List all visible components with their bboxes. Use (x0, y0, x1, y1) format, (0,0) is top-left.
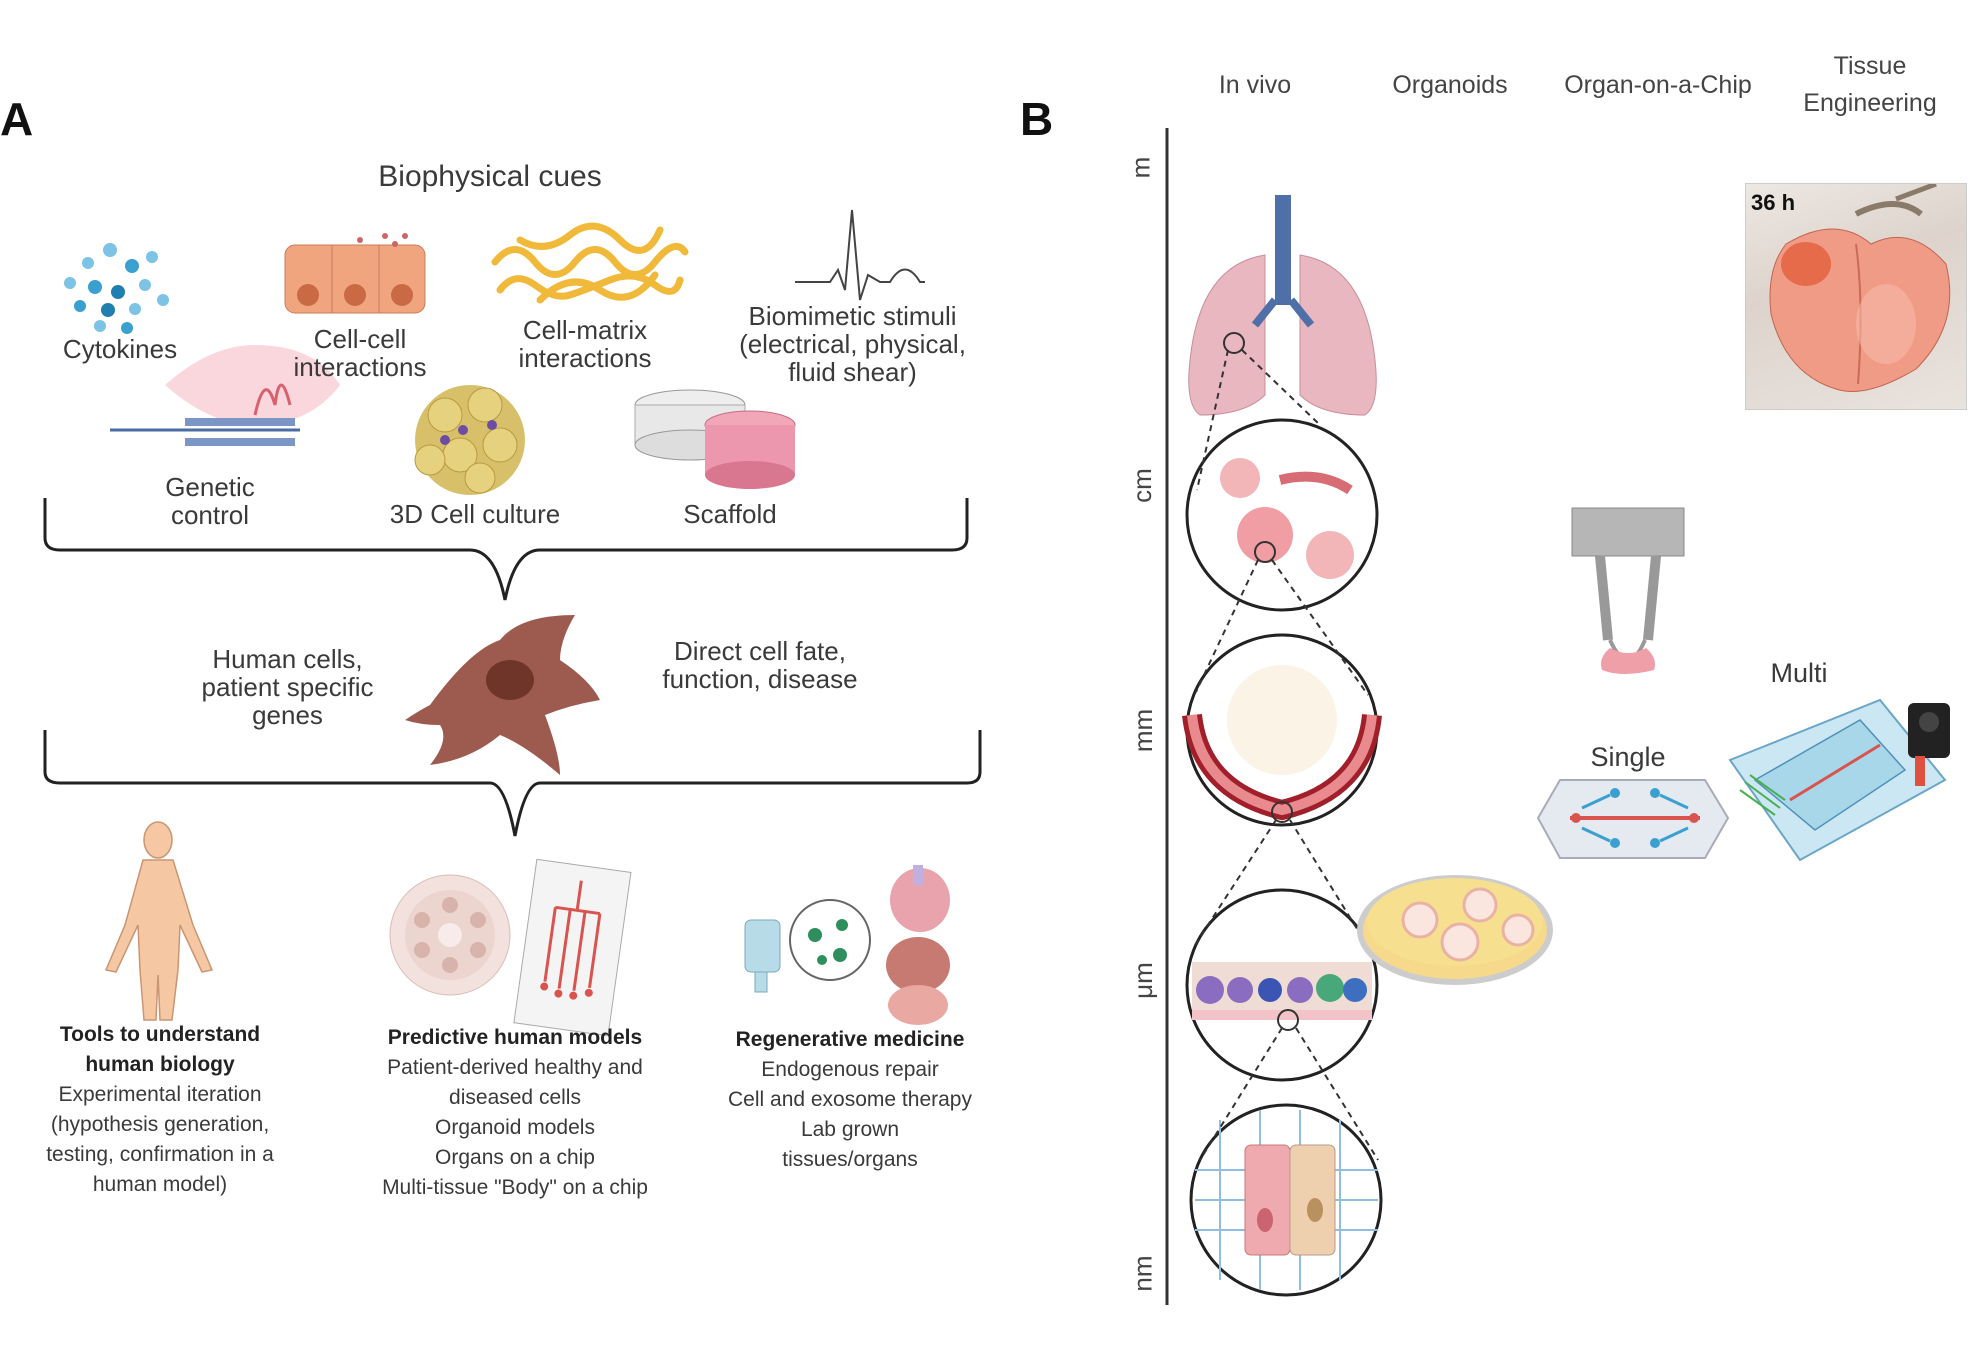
dashed-connectors (1194, 349, 1379, 1161)
magnification-circle-nm (1189, 1103, 1383, 1297)
organoid-sphere-icon (389, 874, 511, 996)
scaffold-icon (634, 389, 796, 489)
panel-b-letter: B (1020, 93, 1054, 145)
genetic-control-label: Genetic control (140, 473, 280, 529)
magnification-circle-cm (1185, 418, 1379, 612)
tissue-holder-icon (1571, 507, 1685, 674)
tools-line: (hypothesis generation, (50, 1113, 270, 1136)
regenerative-line: tissues/organs (782, 1148, 918, 1171)
predictive-line: Multi-tissue "Body" on a chip (382, 1176, 648, 1199)
chip-card-icon (513, 858, 632, 1037)
predictive-line: Organs on a chip (435, 1146, 595, 1169)
organs-icon (886, 865, 950, 1025)
organoid-dish-icon (1357, 875, 1553, 985)
biophysical-cues-title: Biophysical cues (378, 160, 602, 193)
human-body-icon (104, 821, 214, 1021)
cell-cell-label-line: Cell-cell (313, 324, 407, 354)
magnification-circle-mm (1182, 633, 1382, 827)
predictive-line: diseased cells (449, 1086, 581, 1109)
column-organoids: Organoids (1392, 71, 1508, 99)
engineered-heart-photo: 36 h (1745, 183, 1967, 410)
tools-line: human model) (92, 1173, 228, 1196)
iv-bag-icon (744, 919, 781, 993)
heart-drawing (1769, 184, 1951, 392)
tools-line: testing, confirmation in a (46, 1143, 274, 1166)
biomimetic-label: Biomimetic stimuli (electrical, physical… (720, 302, 985, 386)
direct-cell-fate-label: Direct cell fate, function, disease (640, 637, 880, 693)
cell-cell-label: Cell-cell interactions (270, 325, 450, 381)
cell-cell-label-line: interactions (293, 352, 427, 382)
3d-culture-icon (414, 385, 525, 495)
regenerative-line: Endogenous repair (761, 1058, 939, 1081)
tools-outcome: Tools to understand human biology Experi… (20, 1020, 300, 1200)
human-cells-line: Human cells, (212, 644, 363, 674)
multi-chip-label: Multi (1770, 658, 1828, 688)
human-cells-line: genes (252, 700, 323, 730)
cell-matrix-label-line: Cell-matrix (522, 315, 648, 345)
biomimetic-label-line: Biomimetic stimuli (748, 301, 957, 331)
exosome-icon (789, 899, 871, 981)
panel-a-letter: A (0, 93, 34, 145)
column-in-vivo: In vivo (1218, 71, 1292, 99)
biomimetic-label-line: fluid shear) (788, 357, 917, 387)
tools-title-line: Tools to understand (59, 1023, 261, 1046)
tissue-engineering-line: Tissue (1833, 52, 1907, 80)
cell-matrix-label-line: interactions (518, 343, 652, 373)
regenerative-title-line: Regenerative medicine (735, 1028, 965, 1051)
biomimetic-label-line: (electrical, physical, (739, 329, 966, 359)
cytokines-icon (64, 243, 169, 334)
cell-matrix-icon (491, 222, 689, 304)
predictive-line: Organoid models (435, 1116, 595, 1139)
direct-cell-fate-line: function, disease (662, 664, 858, 694)
column-tissue-engineering: Tissue Engineering (1785, 48, 1955, 122)
magnification-circle-um (1185, 888, 1379, 1082)
genetic-control-icon (110, 345, 340, 446)
3d-culture-label: 3D Cell culture (389, 499, 561, 529)
cytokines-label: Cytokines (62, 334, 178, 364)
tools-title-line: human biology (85, 1053, 235, 1076)
predictive-outcome: Predictive human models Patient-derived … (360, 1023, 670, 1203)
single-chip-icon (1536, 779, 1730, 859)
regenerative-outcome: Regenerative medicine Endogenous repair … (705, 1025, 995, 1175)
regenerative-line: Cell and exosome therapy (728, 1088, 972, 1111)
tissue-engineering-line: Engineering (1803, 89, 1937, 117)
scaffold-label: Scaffold (683, 499, 777, 529)
predictive-line: Patient-derived healthy and (387, 1056, 643, 1079)
regenerative-line: Lab grown (800, 1118, 900, 1141)
single-chip-label: Single (1590, 742, 1666, 772)
cell-cell-icon (284, 233, 426, 314)
human-cells-line: patient specific (201, 672, 374, 702)
photo-time-label: 36 h (1751, 190, 1796, 215)
genetic-label-line: control (170, 500, 250, 530)
lower-brace (43, 730, 982, 837)
multi-organ-chip-icon (1728, 698, 1950, 862)
lungs-icon (1188, 195, 1377, 416)
upper-brace (43, 498, 969, 601)
predictive-title-line: Predictive human models (387, 1026, 643, 1049)
column-organ-on-a-chip: Organ-on-a-Chip (1564, 71, 1752, 99)
tools-line: Experimental iteration (58, 1083, 262, 1106)
ecg-icon (795, 209, 925, 301)
genetic-label-line: Genetic (165, 472, 255, 502)
human-cell-icon (405, 615, 600, 775)
human-cells-label: Human cells, patient specific genes (180, 645, 395, 729)
cell-matrix-label: Cell-matrix interactions (495, 316, 675, 372)
direct-cell-fate-line: Direct cell fate, (674, 636, 846, 666)
